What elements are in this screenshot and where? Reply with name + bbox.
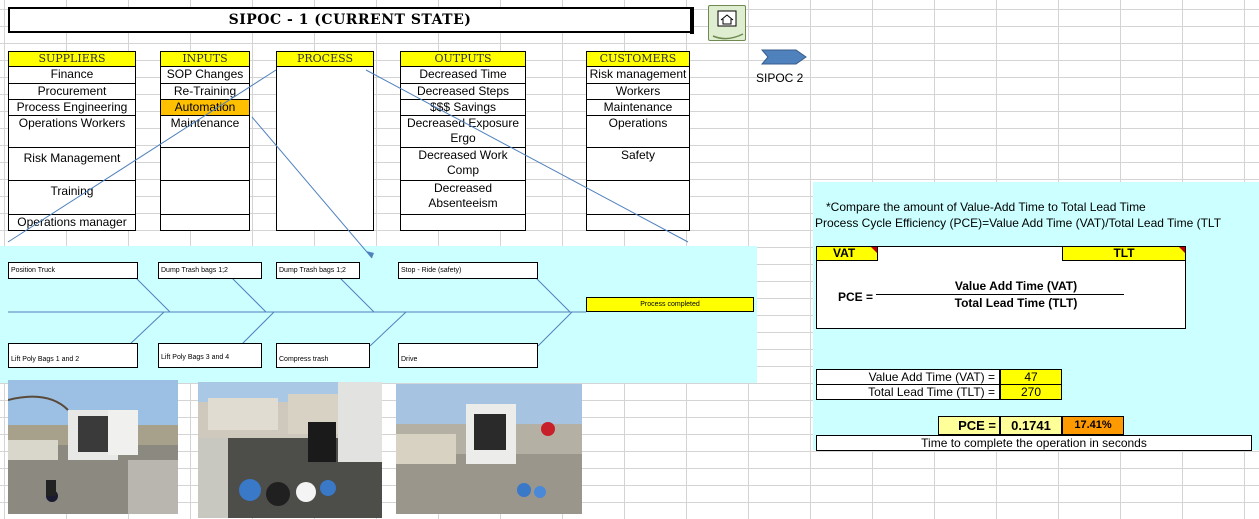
input-cell-empty <box>160 148 250 181</box>
input-cell-empty <box>160 215 250 231</box>
output-cell: $$$ Savings <box>400 100 526 116</box>
home-icon <box>712 10 744 40</box>
customer-cell-empty <box>586 215 690 231</box>
pce-result-percent: 17.41% <box>1062 416 1124 435</box>
supplier-cell: Operations Workers <box>8 116 136 148</box>
sipoc2-link[interactable]: SIPOC 2 <box>756 71 804 85</box>
fishbone-step: Lift Poly Bags 3 and 4 <box>158 343 262 368</box>
customer-cell: Safety <box>586 148 690 181</box>
input-cell: SOP Changes <box>160 67 250 84</box>
formula-left: PCE = <box>838 290 874 304</box>
header-process: PROCESS <box>276 51 374 67</box>
comment-marker-icon <box>1179 247 1185 253</box>
pce-result-value: 0.1741 <box>1000 416 1062 435</box>
vat-value[interactable]: 47 <box>1000 369 1062 385</box>
header-suppliers: SUPPLIERS <box>8 51 136 67</box>
tlt-value[interactable]: 270 <box>1000 384 1062 400</box>
page-title: SIPOC - 1 (CURRENT STATE) <box>8 7 692 33</box>
input-cell-empty <box>160 181 250 215</box>
fishbone-step: Stop - Ride (safety) <box>398 262 538 279</box>
fraction-bar <box>876 294 1124 295</box>
customer-cell: Risk management <box>586 67 690 84</box>
customer-cell: Maintenance <box>586 100 690 116</box>
supplier-cell: Procurement <box>8 84 136 100</box>
fishbone-step: Compress trash <box>276 343 370 368</box>
header-outputs: OUTPUTS <box>400 51 526 67</box>
fishbone-head: Process completed <box>586 297 754 312</box>
header-inputs: INPUTS <box>160 51 250 67</box>
process-column <box>276 67 374 231</box>
photo-worker-bags <box>198 382 382 518</box>
header-customers: CUSTOMERS <box>586 51 690 67</box>
tlt-label: TLT <box>1062 246 1186 261</box>
output-cell: Decreased Work Comp <box>400 148 526 181</box>
photo-truck-street <box>8 380 178 514</box>
fishbone-step: Drive <box>398 343 538 368</box>
fishbone-step: Position Truck <box>8 262 138 279</box>
pce-note-line1: *Compare the amount of Value-Add Time to… <box>826 200 1146 214</box>
vat-label: VAT <box>816 246 878 261</box>
sipoc2-arrow-button[interactable] <box>760 49 808 65</box>
input-cell: Re-Training <box>160 84 250 100</box>
output-cell: Decreased Time <box>400 67 526 84</box>
customer-cell: Operations <box>586 116 690 148</box>
supplier-cell: Process Engineering <box>8 100 136 116</box>
formula-denominator: Total Lead Time (TLT) <box>954 296 1078 310</box>
fishbone-step: Lift Poly Bags 1 and 2 <box>8 343 138 368</box>
pce-result-label: PCE = <box>938 416 1000 435</box>
supplier-cell: Risk Management <box>8 148 136 181</box>
title-bar-end <box>690 7 694 34</box>
arrow-right-icon <box>760 49 807 65</box>
supplier-cell: Training <box>8 181 136 215</box>
customer-cell: Workers <box>586 84 690 100</box>
tlt-row-label: Total Lead Time (TLT) = <box>816 384 1000 400</box>
connector-lines <box>7 69 689 347</box>
output-cell-empty <box>400 215 526 231</box>
home-button[interactable] <box>708 5 746 41</box>
fishbone-step: Dump Trash bags 1;2 <box>276 262 360 279</box>
pce-note-line2: Process Cycle Efficiency (PCE)=Value Add… <box>815 216 1222 230</box>
comment-marker-icon <box>871 247 877 253</box>
customer-cell-empty <box>586 181 690 215</box>
output-cell: Decreased Steps <box>400 84 526 100</box>
photo-truck-bags <box>396 384 582 514</box>
fishbone-step: Dump Trash bags 1;2 <box>158 262 262 279</box>
output-cell: Decreased Absenteeism <box>400 181 526 215</box>
supplier-cell: Finance <box>8 67 136 84</box>
vat-row-label: Value Add Time (VAT) = <box>816 369 1000 385</box>
pce-footnote: Time to complete the operation in second… <box>816 435 1252 451</box>
formula-numerator: Value Add Time (VAT) <box>954 279 1078 293</box>
